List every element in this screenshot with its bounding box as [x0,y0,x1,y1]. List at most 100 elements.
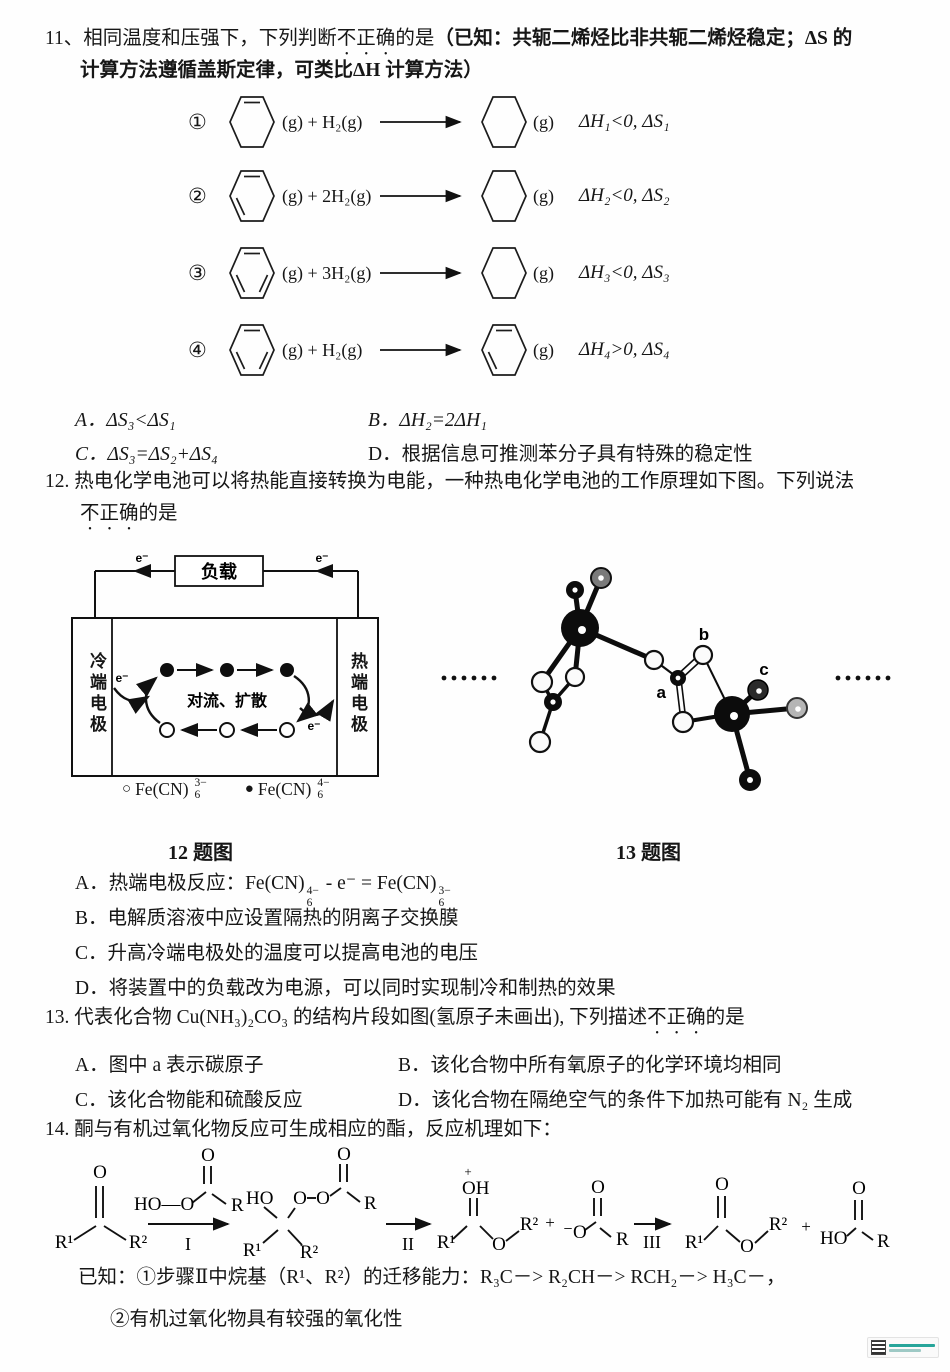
q11-known-clause: （已知：共轭二烯烃比非共轭二烯烃稳定；ΔS 的 [434,28,853,49]
svg-text:R²: R² [520,1214,539,1235]
q13-option-c: C．该化合物能和硫酸反应 [75,1090,303,1111]
ferrocyanide-ion [160,663,174,677]
o-atom [643,649,665,671]
reaction-3-number: ③ [188,260,207,285]
svg-text:O: O [293,1188,307,1209]
label-b: b [699,625,709,644]
hot-electrode-label: 热端电极 [348,652,367,736]
reaction-2-reactants: (g) + 2H₂(g) [282,185,372,206]
b-atom [692,644,714,666]
reaction-row-4: ④ (g) + H₂(g) (g) ΔH₄>0, ΔS₄ [188,314,670,386]
reaction-arrow [380,343,462,357]
svg-text:O: O [316,1188,330,1209]
reaction-arrow [380,189,462,203]
cell-tank [71,617,379,777]
label-c: c [759,660,768,679]
filled-circle-icon: ● [244,781,254,798]
label-a: a [657,683,667,702]
figure-caption-12: 12 题图 [168,842,233,864]
watermark-badge [867,1337,939,1358]
o-atom [564,666,586,688]
q13-stem: 13. 代表化合物 Cu(NH₃)₂CO₃ 的结构片段如图(氢原子未画出), 下… [45,1007,745,1028]
electron-label-cold: e⁻ [115,671,128,685]
cyclohexadiene-structure [481,324,527,376]
reaction-row-3: ③ (g) + 3H₂(g) (g) ΔH₃<0, ΔS₃ [188,237,670,309]
q11-stem-line2: 计算方法遵循盖斯定律，可类比ΔH 计算方法） [80,60,483,81]
reaction-4-number: ④ [188,337,207,362]
o-atom [530,670,554,694]
q13-emphasis: 不正确 [647,1007,706,1028]
watermark-text-lines [889,1343,935,1352]
benzene-structure [229,324,275,376]
svg-text:O: O [337,1146,351,1165]
cyclohexadiene-structure [229,170,275,222]
cyclohexene-structure [229,96,275,148]
reaction-3-product-state: (g) [533,262,554,283]
continuation-dots-left [441,675,497,681]
cell-legend: ○ Fe(CN)3−6 ● Fe(CN)4−6 [122,777,332,801]
svg-text:R: R [877,1231,890,1252]
mechanism-labels: R¹ R² O HO—O O R I HO R¹ R² O O O R II +… [55,1146,890,1263]
q12-stem-line2: 不正确的是 [80,503,178,524]
q14-stem: 14. 酮与有机过氧化物反应可生成相应的酯，反应机理如下： [45,1119,562,1140]
svg-text:O: O [201,1146,215,1166]
reaction-row-2: ② (g) + 2H₂(g) (g) ΔH₂<0, ΔS₂ [188,160,670,232]
q13-option-a: A．图中 a 表示碳原子 [75,1055,264,1076]
legend-ferricyanide: ○ Fe(CN)3−6 [122,777,207,801]
reaction-1-reactants: (g) + H₂(g) [282,111,363,132]
svg-text:O: O [852,1178,866,1199]
q11-emphasis: 不正确 [336,28,396,49]
svg-text:O: O [715,1174,729,1195]
cyclohexane-structure [481,96,527,148]
q12-option-b: B．电解质溶液中应设置隔热的阴离子交换膜 [75,908,459,929]
cold-electrode-label: 冷端电极 [87,652,106,736]
electron-label-left-wire: e⁻ [135,551,148,565]
q13-option-d: D．该化合物在隔绝空气的条件下加热可能有 N₂ 生成 [398,1090,853,1111]
svg-text:O: O [591,1177,605,1198]
q12-emphasis: 不正确 [80,503,139,524]
q12-number: 12. [45,471,70,492]
convection-label: 对流、扩散 [187,691,268,710]
electron-label-hot: e⁻ [307,719,320,733]
o-atom [671,710,695,734]
q14-known-line2: ②有机过氧化物具有较强的氧化性 [110,1309,403,1330]
svg-text:+: + [801,1217,811,1236]
reaction-row-1: ① (g) + H₂(g) (g) ΔH₁<0, ΔS₁ [188,86,670,158]
svg-text:O: O [740,1236,754,1257]
reaction-mechanism-diagram: R¹ R² O HO—O O R I HO R¹ R² O O O R II +… [55,1146,890,1263]
q14-number: 14. [45,1119,70,1140]
svg-text:R: R [364,1193,377,1214]
svg-text:R²: R² [769,1214,788,1235]
reaction-1-result: ΔH₁<0, ΔS₁ [579,111,670,132]
o-atom [528,730,552,754]
svg-text:HO—O: HO—O [134,1194,194,1215]
svg-text:R¹: R¹ [243,1240,262,1261]
svg-text:HO: HO [246,1188,273,1209]
reaction-2-result: ΔH₂<0, ΔS₂ [579,185,670,206]
benzene-structure [229,247,275,299]
qr-code-icon [871,1340,886,1355]
q13-number: 13. [45,1007,70,1028]
reaction-3-reactants: (g) + 3H₂(g) [282,262,372,283]
ferrocyanide-ion [220,663,234,677]
q12-option-c: C．升高冷端电极处的温度可以提高电池的电压 [75,943,479,964]
reaction-2-number: ② [188,183,207,208]
q11-option-d: D．根据信息可推测苯分子具有特殊的稳定性 [368,444,753,465]
crystal-fragment-diagram: a b c [441,567,891,791]
q11-option-b: B．ΔH₂=2ΔH₁ [368,410,487,431]
reaction-1-number: ① [188,109,207,134]
q12-option-a: A．热端电极反应：Fe(CN)4−6 - e⁻ = Fe(CN)3−6 [75,873,451,909]
q11-number: 11、 [45,28,84,49]
svg-text:⁻O: ⁻O [563,1222,587,1243]
q11-option-c: C．ΔS₃=ΔS₂+ΔS₄ [75,444,218,465]
svg-text:R¹: R¹ [685,1232,704,1253]
reaction-4-reactants: (g) + H₂(g) [282,339,363,360]
svg-text:+: + [545,1213,555,1232]
legend-ferrocyanide: ● Fe(CN)4−6 [244,777,330,801]
atoms [528,567,808,791]
q14-known-line1: 已知：①步骤Ⅱ中烷基（R¹、R²）的迁移能力：R₃C－> R₂CH－> RCH₂… [78,1267,786,1288]
reaction-3-result: ΔH₃<0, ΔS₃ [579,262,670,283]
reaction-arrow [380,115,462,129]
q12-option-d: D．将装置中的负载改为电源，可以同时实现制冷和制热的效果 [75,978,616,999]
ferrocyanide-ion [280,663,294,677]
